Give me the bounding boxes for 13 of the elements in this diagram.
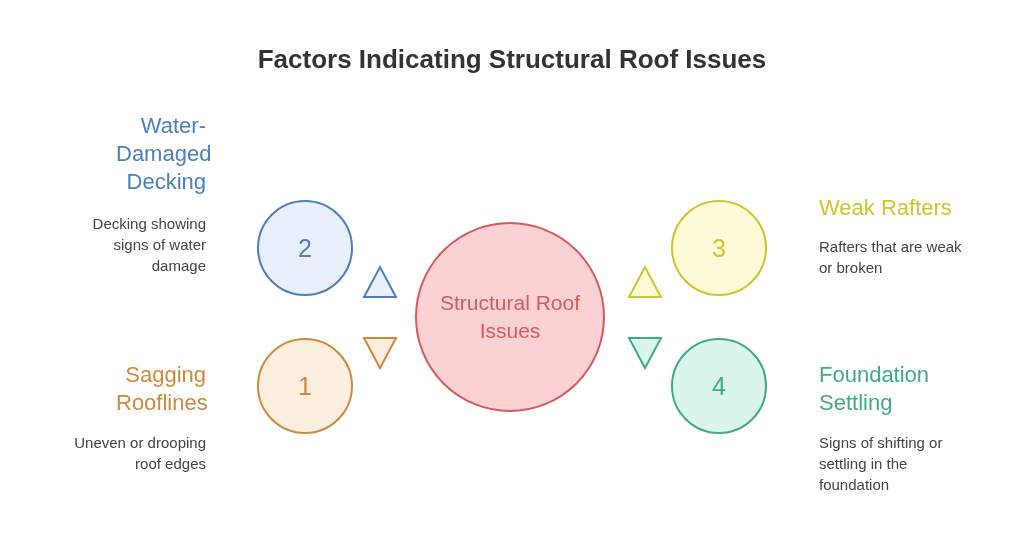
factor-heading: Weak Rafters xyxy=(819,194,953,222)
factor-description: Uneven or drooping roof edges xyxy=(73,433,206,474)
factor-description: Decking showing signs of water damage xyxy=(91,214,206,276)
step-number: 2 xyxy=(298,233,312,263)
factor-heading: Sagging Rooflines xyxy=(116,361,206,417)
diagram-title: Factors Indicating Structural Roof Issues xyxy=(256,44,768,75)
step-number: 4 xyxy=(712,371,726,401)
factor-description: Rafters that are weak or broken xyxy=(819,237,963,278)
step-number: 1 xyxy=(298,371,312,401)
node-label: Structural Roof Issues xyxy=(438,290,582,344)
factor-description: Signs of shifting or settling in the foundation xyxy=(819,433,944,495)
factor-heading: Foundation Settling xyxy=(819,361,931,417)
step-number: 3 xyxy=(712,233,726,263)
